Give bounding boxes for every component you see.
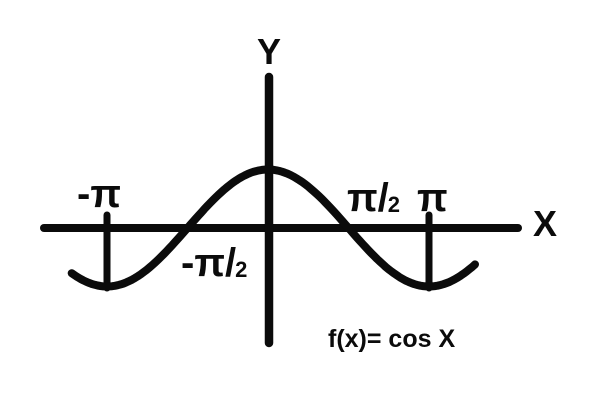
neg-pi-over-2-numerator: -π [181,241,225,285]
tick-label-neg-pi-over-2: -π/2 [181,243,247,283]
tick-label-pi-over-2: π/2 [347,178,400,218]
cosine-curve [67,165,479,291]
tick-label-neg-pi: -π [77,172,121,216]
neg-pi-over-2-denominator: 2 [235,257,248,282]
tick-label-pi: π [417,176,448,220]
neg-pi-over-2-slash: / [224,241,236,285]
pi-over-2-slash: / [377,176,389,220]
y-axis-label: Y [257,31,282,72]
x-axis-label: X [533,203,558,244]
pi-over-2-denominator: 2 [387,192,400,217]
pi-over-2-numerator: π [347,176,378,220]
function-equation-label: f(x)= cos X [328,325,456,353]
